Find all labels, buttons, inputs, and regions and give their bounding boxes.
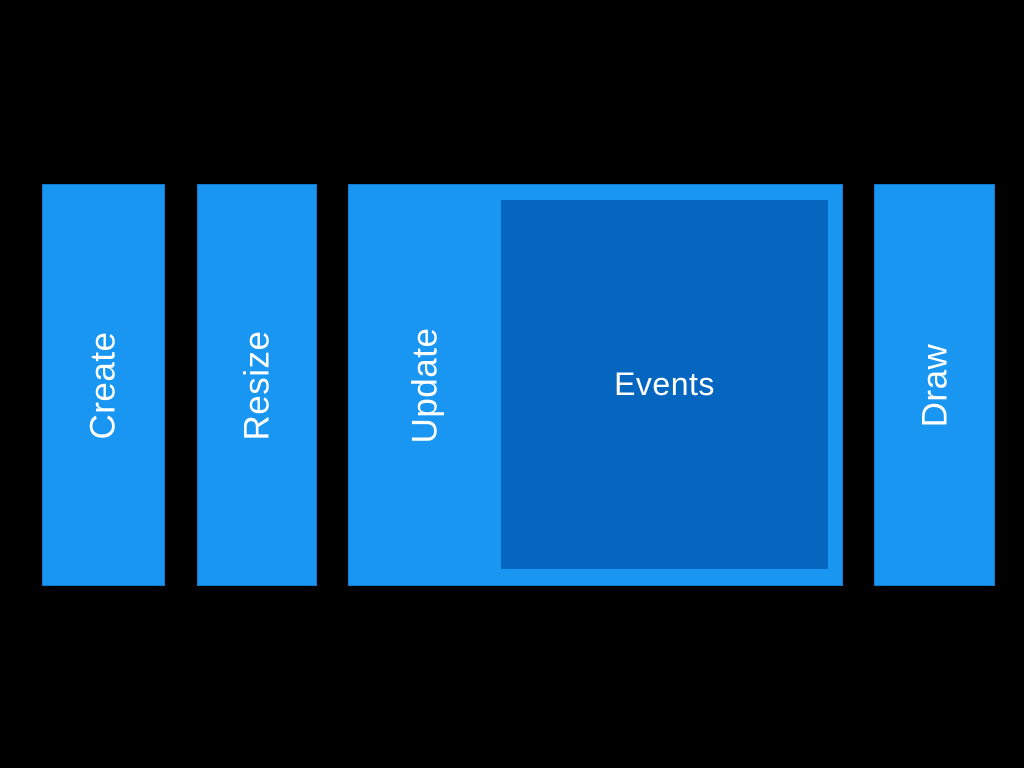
stage-create: Create: [42, 184, 165, 586]
stage-update: Update Events: [348, 184, 843, 586]
stage-draw: Draw: [874, 184, 995, 586]
stage-create-label: Create: [84, 330, 123, 440]
stage-resize: Resize: [197, 184, 317, 586]
events-label: Events: [614, 366, 715, 402]
stage-update-label-wrap: Update: [348, 184, 501, 586]
stage-update-label: Update: [405, 327, 444, 443]
events-box: Events: [501, 200, 828, 569]
stage-draw-label: Draw: [915, 343, 954, 427]
stage-resize-label: Resize: [237, 330, 277, 440]
